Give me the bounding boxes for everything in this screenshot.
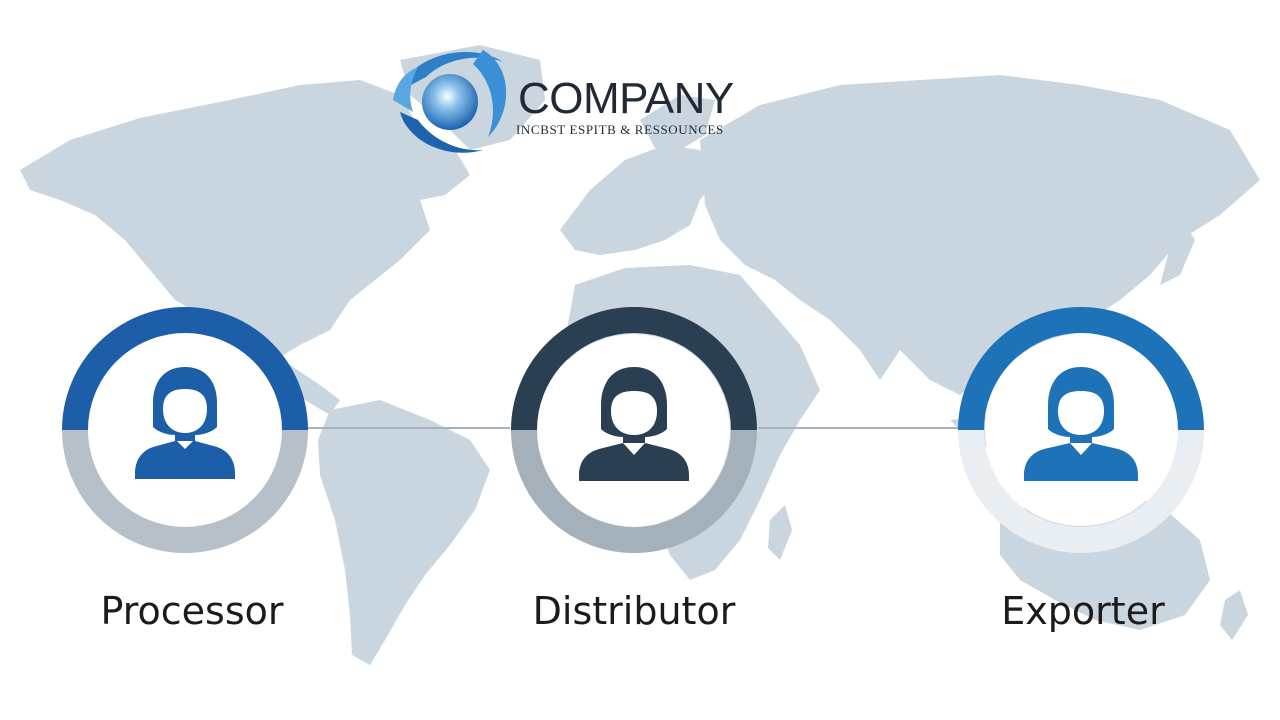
lower-arc bbox=[511, 429, 757, 553]
new-zealand-shape bbox=[1220, 590, 1248, 640]
company-tagline: INCBST ESPITB & RESSOUNCES bbox=[516, 122, 724, 137]
globe-swoosh-icon bbox=[393, 50, 507, 153]
scandinavia-shape bbox=[640, 95, 715, 150]
node-distributor bbox=[509, 305, 759, 555]
node-processor bbox=[60, 305, 310, 555]
person-icon bbox=[135, 367, 235, 479]
node-exporter bbox=[956, 305, 1206, 555]
person-icon bbox=[579, 367, 689, 481]
europe-shape bbox=[560, 145, 720, 255]
south-america-shape bbox=[318, 400, 490, 665]
connector-line-distributor-exporter bbox=[758, 427, 958, 429]
person-icon bbox=[1024, 367, 1138, 481]
lower-arc bbox=[62, 429, 308, 553]
label-processor: Processor bbox=[100, 589, 284, 633]
connector-line-processor-distributor bbox=[306, 427, 510, 429]
label-exporter: Exporter bbox=[1001, 589, 1165, 633]
north-america-shape bbox=[20, 80, 470, 360]
asia-shape bbox=[700, 75, 1260, 395]
company-name: COMPANY bbox=[518, 74, 734, 123]
japan-shape bbox=[1160, 215, 1195, 285]
accent-arc bbox=[958, 307, 1204, 431]
lower-arc bbox=[958, 429, 1204, 553]
label-distributor: Distributor bbox=[532, 589, 736, 633]
accent-arc bbox=[511, 307, 757, 431]
company-logo: COMPANY INCBST ESPITB & RESSOUNCES bbox=[388, 42, 748, 164]
madagascar-shape bbox=[768, 505, 792, 560]
accent-arc bbox=[62, 307, 308, 431]
